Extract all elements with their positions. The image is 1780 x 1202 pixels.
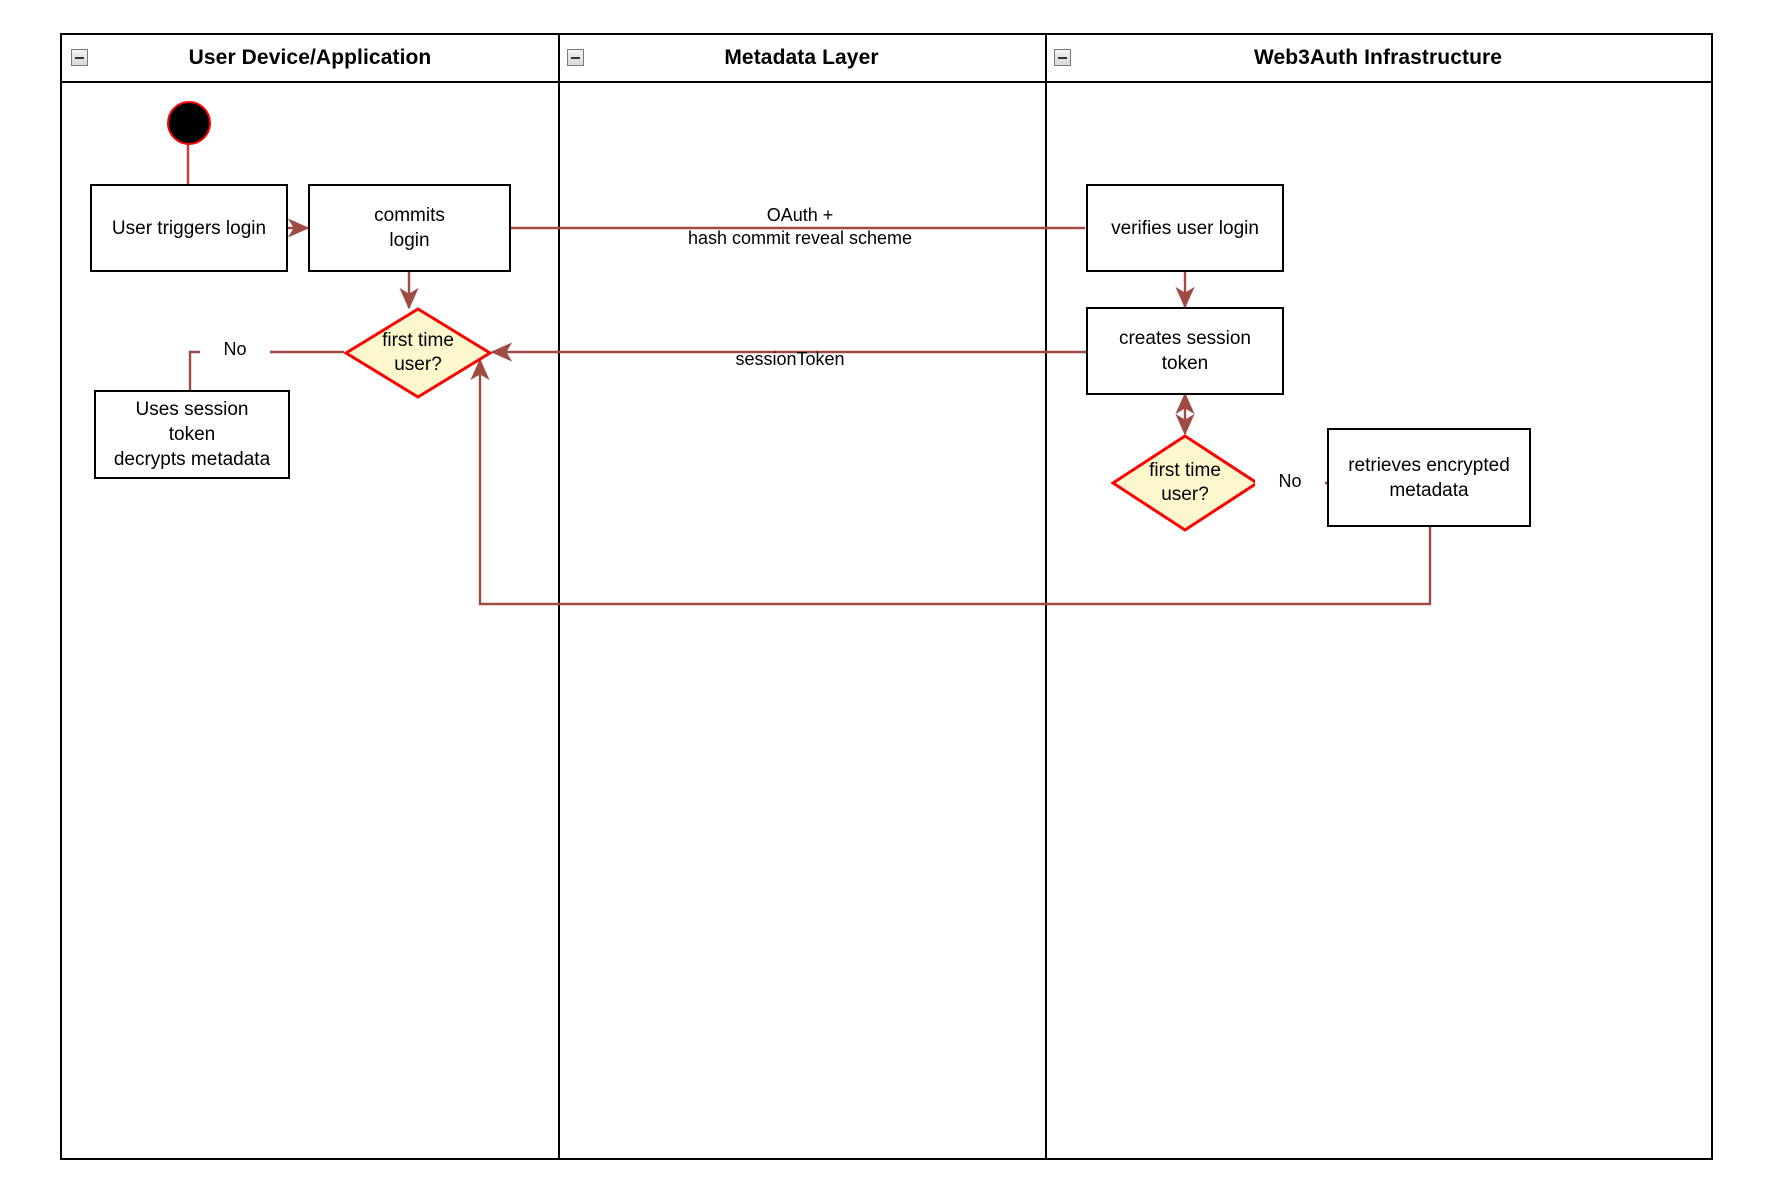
collapse-minus-icon-web3auth[interactable]: [1054, 49, 1071, 66]
lane-header-user-device[interactable]: User Device/Application: [62, 35, 558, 83]
lane-title-web3auth: Web3Auth Infrastructure: [1253, 46, 1503, 69]
edge-label-session-token: sessionToken: [735, 349, 845, 369]
edge-label-no-web3auth: No: [1255, 470, 1325, 493]
collapse-minus-icon-metadata[interactable]: [567, 49, 584, 66]
collapse-minus-icon-user-device[interactable]: [71, 49, 88, 66]
activity-commits-login[interactable]: commits login: [308, 184, 511, 272]
activity-verifies-user-login[interactable]: verifies user login: [1086, 184, 1284, 272]
decision-first-time-user-device[interactable]: first time user?: [344, 307, 492, 399]
edge-label-oauth: OAuth + hash commit reveal scheme: [687, 205, 913, 248]
start-node[interactable]: [167, 101, 211, 145]
lane-divider-2: [1045, 35, 1047, 1158]
lane-title-user-device: User Device/Application: [188, 46, 432, 69]
lane-divider-1: [558, 35, 560, 1158]
activity-retrieves-encrypted-metadata[interactable]: retrieves encrypted metadata: [1327, 428, 1531, 527]
lane-header-metadata[interactable]: Metadata Layer: [558, 35, 1045, 83]
activity-uses-session-token[interactable]: Uses session token decrypts metadata: [94, 390, 290, 479]
lane-header-web3auth[interactable]: Web3Auth Infrastructure: [1045, 35, 1711, 83]
activity-user-triggers-login[interactable]: User triggers login: [90, 184, 288, 272]
lane-title-metadata: Metadata Layer: [724, 46, 879, 69]
edge-label-no-user-device: No: [200, 338, 270, 361]
decision-diamond-shape-web3auth: [1111, 434, 1259, 532]
decision-diamond-shape-user-device: [344, 307, 492, 399]
activity-creates-session-token[interactable]: creates session token: [1086, 307, 1284, 395]
decision-first-time-user-web3auth[interactable]: first time user?: [1111, 434, 1259, 532]
